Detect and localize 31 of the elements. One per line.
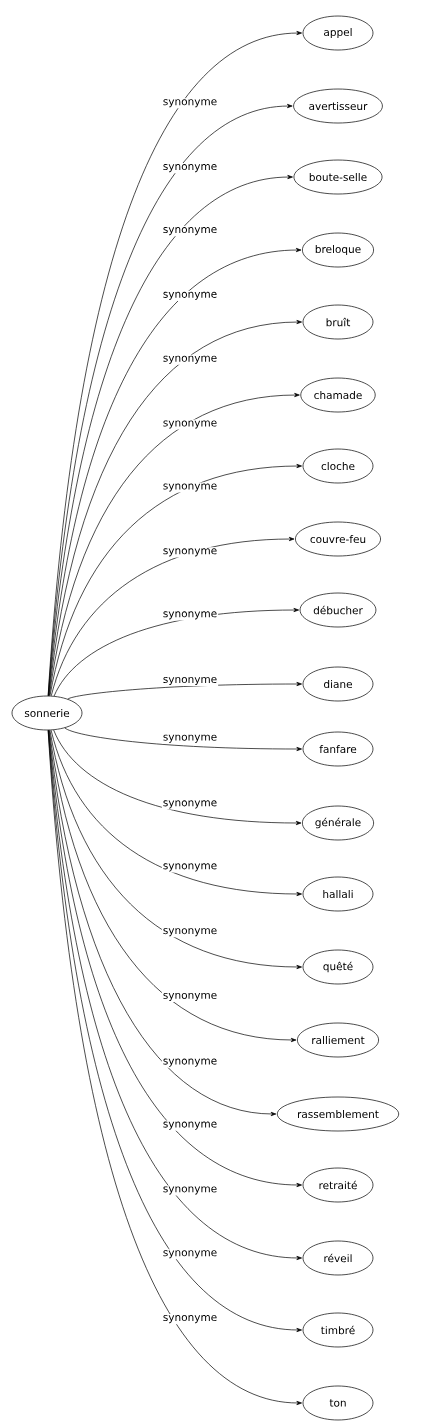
edge-label: synonyme xyxy=(161,547,219,558)
arrow xyxy=(50,729,302,897)
arrow xyxy=(48,319,302,697)
arrow xyxy=(49,392,300,697)
edge-label: synonyme xyxy=(161,1314,219,1325)
arrow xyxy=(50,536,295,697)
edge-label: synonyme xyxy=(161,290,219,301)
edge-label: synonyme xyxy=(161,1057,219,1068)
arrow xyxy=(53,729,302,826)
edge-label: synonyme xyxy=(161,163,219,174)
arrow xyxy=(53,607,300,697)
arrow xyxy=(49,729,302,970)
edge-label: synonyme xyxy=(161,799,219,810)
edge-label: synonyme xyxy=(161,1249,219,1260)
edge-label: synonyme xyxy=(161,991,219,1002)
edge-label: synonyme xyxy=(161,862,219,873)
edge-label: synonyme xyxy=(161,676,219,687)
edge-label: synonyme xyxy=(161,1120,219,1131)
edge-label: synonyme xyxy=(161,354,219,365)
edge-label: synonyme xyxy=(161,419,219,430)
edge-label: synonyme xyxy=(161,927,219,938)
edge-label: synonyme xyxy=(161,1185,219,1196)
edge-label: synonyme xyxy=(161,226,219,237)
arrow xyxy=(48,730,277,1117)
edge-label: synonyme xyxy=(161,98,219,109)
edge-label: synonyme xyxy=(161,610,219,621)
edge-label: synonyme xyxy=(161,482,219,493)
arrow xyxy=(64,727,302,752)
arrow xyxy=(49,463,302,697)
arrow xyxy=(67,681,302,700)
edge-label: synonyme xyxy=(161,733,219,744)
